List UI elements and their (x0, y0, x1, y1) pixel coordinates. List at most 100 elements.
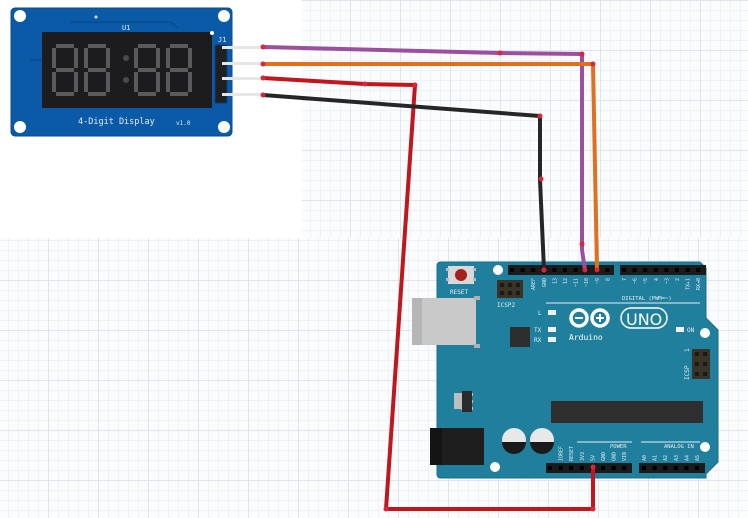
header-pin[interactable] (611, 466, 616, 470)
header-pin[interactable] (653, 268, 658, 272)
digit-1 (52, 44, 78, 96)
header-pin[interactable] (696, 268, 701, 272)
header-pin[interactable] (520, 268, 525, 272)
pin-label: 2 (675, 278, 681, 281)
header-pin[interactable] (673, 466, 678, 470)
segment (56, 92, 74, 96)
segment (56, 68, 74, 72)
pin-label: ~6 (633, 278, 639, 284)
display-module[interactable]: U1 J1 4-Digit Display v1.0 (10, 7, 264, 137)
mounting-hole-icon (493, 265, 503, 275)
icsp-header (692, 349, 710, 379)
segment (88, 44, 106, 48)
mounting-hole-icon (700, 442, 710, 452)
segment (188, 48, 192, 68)
pin-label: 3V3 (580, 452, 586, 461)
reset-button[interactable] (446, 266, 476, 284)
digital-header-right (620, 265, 706, 275)
wire-dio[interactable] (263, 62, 599, 271)
pin-label: GND (542, 278, 548, 287)
header-pin[interactable] (652, 466, 657, 470)
digital-header-label: DIGITAL (PWM=~) (622, 296, 672, 302)
power-header (546, 463, 632, 473)
pin-label: TX▸1 (686, 278, 692, 290)
wire-gnd[interactable] (262, 93, 546, 271)
led-rx (548, 337, 556, 342)
segment (74, 48, 78, 68)
segment (170, 68, 188, 72)
icsp-pin1-label: 1 (684, 348, 691, 352)
header-pin[interactable] (548, 466, 552, 470)
header-pin[interactable] (622, 466, 627, 470)
header-pin[interactable] (601, 466, 605, 470)
header-pin[interactable] (558, 466, 563, 470)
segment (156, 48, 160, 68)
reset-label: RESET (450, 289, 468, 296)
header-pin[interactable] (552, 268, 557, 272)
icsp2-header (497, 280, 523, 298)
header-pin[interactable] (622, 268, 626, 272)
pin-label: 5V (590, 455, 596, 461)
pin-label: ~5 (643, 278, 649, 284)
header-pin[interactable] (573, 268, 578, 272)
pin-label: RX◂0 (696, 278, 702, 290)
pin-label: 8 (605, 278, 611, 281)
pin-label: VIN (622, 452, 628, 461)
digital-header-left (508, 265, 614, 275)
header-pin[interactable] (663, 466, 668, 470)
segment (134, 72, 138, 92)
header-pin[interactable] (510, 268, 514, 272)
j1-header (214, 44, 228, 104)
arduino-uno-board[interactable]: RESET ICSP2 L TX RX ON (412, 261, 719, 479)
header-pin[interactable] (643, 268, 648, 272)
segment (84, 48, 88, 68)
led-l (548, 310, 556, 315)
header-pin[interactable] (579, 466, 584, 470)
header-pin[interactable] (664, 268, 669, 272)
module-version: v1.0 (176, 120, 191, 127)
pin-label: A5 (695, 455, 701, 461)
header-pin[interactable] (642, 466, 646, 470)
icsp-label: ICSP (684, 365, 691, 380)
segment (188, 72, 192, 92)
segment (138, 92, 156, 96)
header-pin[interactable] (632, 268, 637, 272)
led-l-label: L (538, 310, 542, 317)
header-pin[interactable] (531, 268, 536, 272)
segment (138, 44, 156, 48)
pin-label: 13 (552, 278, 558, 284)
mounting-hole-icon (218, 121, 230, 133)
header-pin[interactable] (685, 268, 690, 272)
mounting-hole-icon (14, 10, 26, 22)
segment (88, 92, 106, 96)
capacitor-2 (530, 428, 554, 454)
wire-bendpoints (260, 44, 600, 512)
icsp2-label: ICSP2 (497, 302, 515, 309)
segment (88, 68, 106, 72)
segment (52, 72, 56, 92)
pin-label: 12 (563, 278, 569, 284)
module-label: 4-Digit Display (78, 117, 155, 127)
led-rx-label: RX (534, 337, 542, 344)
arduino-logo-icon (569, 307, 668, 329)
segment (74, 72, 78, 92)
pin-label: A3 (674, 455, 680, 461)
header-pin[interactable] (563, 268, 567, 272)
mounting-hole-icon (218, 10, 230, 22)
header-pin[interactable] (569, 466, 574, 470)
wire-vcc[interactable] (262, 76, 595, 511)
header-pin[interactable] (605, 268, 610, 272)
header-pin[interactable] (675, 268, 679, 272)
digit-4 (166, 44, 192, 96)
header-pin[interactable] (684, 466, 689, 470)
pin-label: ~9 (595, 278, 601, 284)
arduino-pcb (436, 261, 719, 479)
j1-pins (222, 46, 264, 96)
brand-label: Arduino (569, 333, 603, 342)
header-pin[interactable] (695, 466, 699, 470)
segment (106, 48, 110, 68)
usb-jack (412, 298, 476, 345)
